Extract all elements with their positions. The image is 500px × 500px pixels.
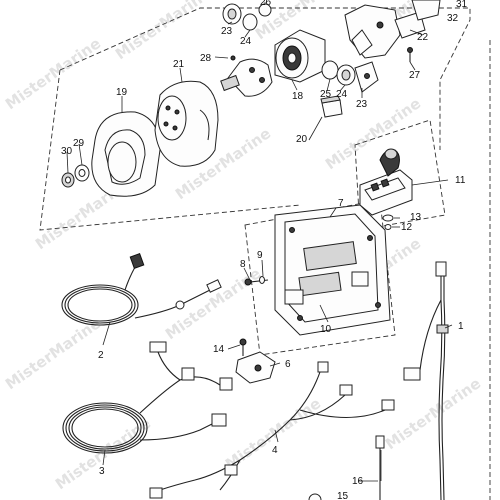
part-6-14-bracket: [235, 338, 276, 384]
part-8-9-bolt: [244, 276, 269, 286]
callout-6: 6: [285, 359, 291, 370]
leader-lines: [66, 2, 453, 482]
callout-23a: 23: [221, 26, 233, 37]
callout-labels: 1 2 3 4 6 7 8 9 10 11 12 13 14 15 16 18 …: [61, 0, 468, 500]
part-12-13-washers: [382, 214, 394, 230]
part-21-housing: [154, 80, 219, 167]
callout-23b: 23: [356, 99, 368, 110]
callout-32: 32: [447, 13, 459, 24]
callout-19: 19: [116, 87, 128, 98]
part-22-lever-bracket: [344, 4, 426, 59]
callout-29: 29: [73, 138, 85, 149]
callout-18: 18: [292, 91, 304, 102]
callout-25: 25: [320, 89, 332, 100]
watermark-text: MisterMarine: [52, 414, 154, 493]
callout-14: 14: [213, 344, 225, 355]
part-23-24-26-rings-top: [222, 3, 272, 31]
callout-15: 15: [337, 491, 349, 500]
callout-13: 13: [410, 212, 422, 223]
callout-21: 21: [173, 59, 185, 70]
callout-3: 3: [99, 466, 105, 477]
part-19-grip-cover: [91, 111, 161, 197]
callout-20: 20: [296, 134, 308, 145]
part-2-cable: [61, 253, 222, 326]
callout-30: 30: [61, 146, 73, 157]
part-15-16-fitting: [308, 435, 385, 500]
callout-11: 11: [455, 175, 466, 186]
callout-27: 27: [409, 70, 421, 81]
group-boundary-upper-left: [39, 69, 301, 231]
watermark-text: MisterMarine: [2, 314, 104, 393]
callout-24b: 24: [336, 89, 348, 100]
part-4-harness: [149, 361, 395, 499]
callout-9: 9: [257, 250, 263, 261]
callout-2: 2: [98, 350, 104, 361]
watermark-text: MisterMarine: [112, 0, 214, 63]
callout-1: 1: [458, 321, 464, 332]
part-31-32-plate: [411, 0, 441, 21]
group-boundary-remote: [354, 119, 446, 231]
callout-22: 22: [417, 32, 429, 43]
watermark-text: MisterMarine: [2, 34, 104, 113]
group-boundary-upper: [59, 7, 471, 150]
part-11-remote-control: [359, 148, 413, 216]
callout-24a: 24: [240, 36, 252, 47]
callout-31: 31: [456, 0, 468, 10]
part-23-24-25-rings-lower: [321, 60, 379, 93]
callout-8: 8: [240, 259, 246, 270]
part-3-harness: [62, 341, 233, 454]
part-18-main-body: [274, 29, 326, 83]
part-7-10-controller-unit: [274, 204, 391, 336]
callout-26: 26: [260, 0, 272, 8]
callout-16: 16: [352, 476, 364, 487]
watermark-text: MisterMarine: [382, 374, 484, 453]
callout-28: 28: [200, 53, 212, 64]
callout-12: 12: [401, 222, 413, 233]
part-1-cable: [403, 261, 449, 500]
callout-7: 7: [338, 198, 344, 209]
part-20-block: [320, 95, 343, 118]
callout-4: 4: [272, 445, 278, 456]
part-28-shaft-assembly: [220, 55, 273, 97]
part-27-screw: [407, 47, 413, 62]
callout-10: 10: [320, 324, 332, 335]
part-29-30-washers: [61, 164, 90, 188]
